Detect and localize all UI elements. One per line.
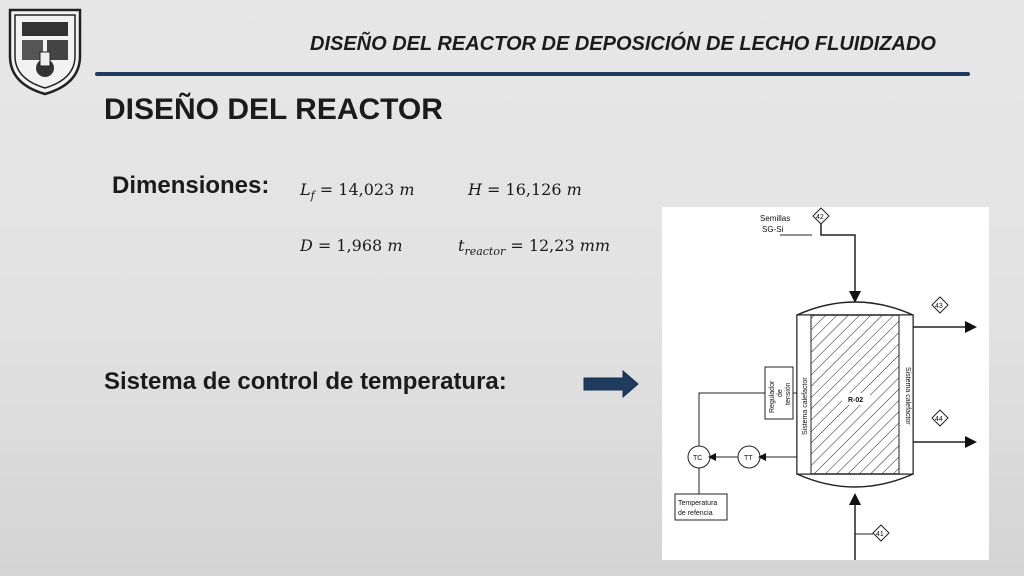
arrow-right-icon [583, 370, 639, 398]
stream-tag-43: 43 [931, 296, 949, 314]
stream-tag-44: 44 [931, 409, 949, 427]
eq-symbol: D [300, 236, 313, 255]
svg-text:TC: TC [693, 455, 702, 462]
stream-tag-41: 41 [872, 524, 890, 542]
heater-label-right: Sistema calefactor [904, 367, 911, 425]
reference-label: Temperatura [678, 500, 717, 507]
heater-label-left: Sistema calefactor [802, 377, 809, 435]
temperature-transmitter-tt: TT [737, 445, 761, 469]
eq-unit: m [387, 236, 403, 255]
equation-h: H = 16,126 m [468, 180, 582, 199]
svg-text:44: 44 [935, 416, 943, 423]
eq-symbol: L [300, 180, 311, 199]
svg-text:43: 43 [935, 303, 943, 310]
outlet-arrow-icon [965, 321, 977, 333]
equation-d: D = 1,968 m [300, 236, 402, 255]
reactor-label: R-02 [848, 397, 863, 404]
eq-value: = 16,126 [487, 180, 562, 199]
eq-symbol: t [458, 236, 465, 255]
svg-text:TT: TT [744, 455, 753, 462]
feed-label: Semillas [760, 214, 790, 223]
equation-t-reactor: treactor = 12,23 mm [458, 236, 610, 258]
diagram-canvas: Semillas SG-Si 42 R-02 Sistema calefacto… [674, 207, 977, 560]
reference-label: de refencia [678, 510, 713, 517]
eq-subscript: reactor [464, 245, 506, 259]
regulator-label: de [777, 389, 784, 397]
feed-arrow-icon [849, 291, 861, 303]
eq-subscript: f [310, 189, 315, 203]
eq-unit: m [566, 180, 582, 199]
bottom-feed-arrow-icon [849, 493, 861, 505]
equation-lf: Lf = 14,023 m [300, 180, 415, 202]
regulator-label: Regulador [769, 380, 776, 413]
eq-unit: mm [579, 236, 611, 255]
eq-symbol: H [468, 180, 482, 199]
outlet-arrow-icon [965, 436, 977, 448]
header-divider [95, 72, 970, 76]
svg-text:42: 42 [816, 214, 824, 221]
eq-value: = 1,968 [317, 236, 383, 255]
control-system-label: Sistema de control de temperatura: [104, 368, 507, 395]
page-title: DISEÑO DEL REACTOR [104, 93, 443, 126]
header-title: DISEÑO DEL REACTOR DE DEPOSICIÓN DE LECH… [310, 33, 936, 55]
eq-unit: m [399, 180, 415, 199]
regulator-label: tensión [785, 382, 792, 405]
university-seal-icon [8, 8, 82, 96]
stream-tag-42: 42 [812, 207, 830, 225]
eq-value: = 12,23 [510, 236, 575, 255]
temperature-controller-tc: TC [687, 445, 711, 469]
reactor-control-diagram: Semillas SG-Si 42 R-02 Sistema calefacto… [662, 207, 989, 560]
eq-value: = 14,023 [319, 180, 395, 199]
dimensions-label: Dimensiones: [112, 172, 270, 199]
reference-temperature-box [674, 493, 728, 521]
feed-label: SG-Si [762, 225, 784, 234]
svg-text:41: 41 [876, 531, 884, 538]
